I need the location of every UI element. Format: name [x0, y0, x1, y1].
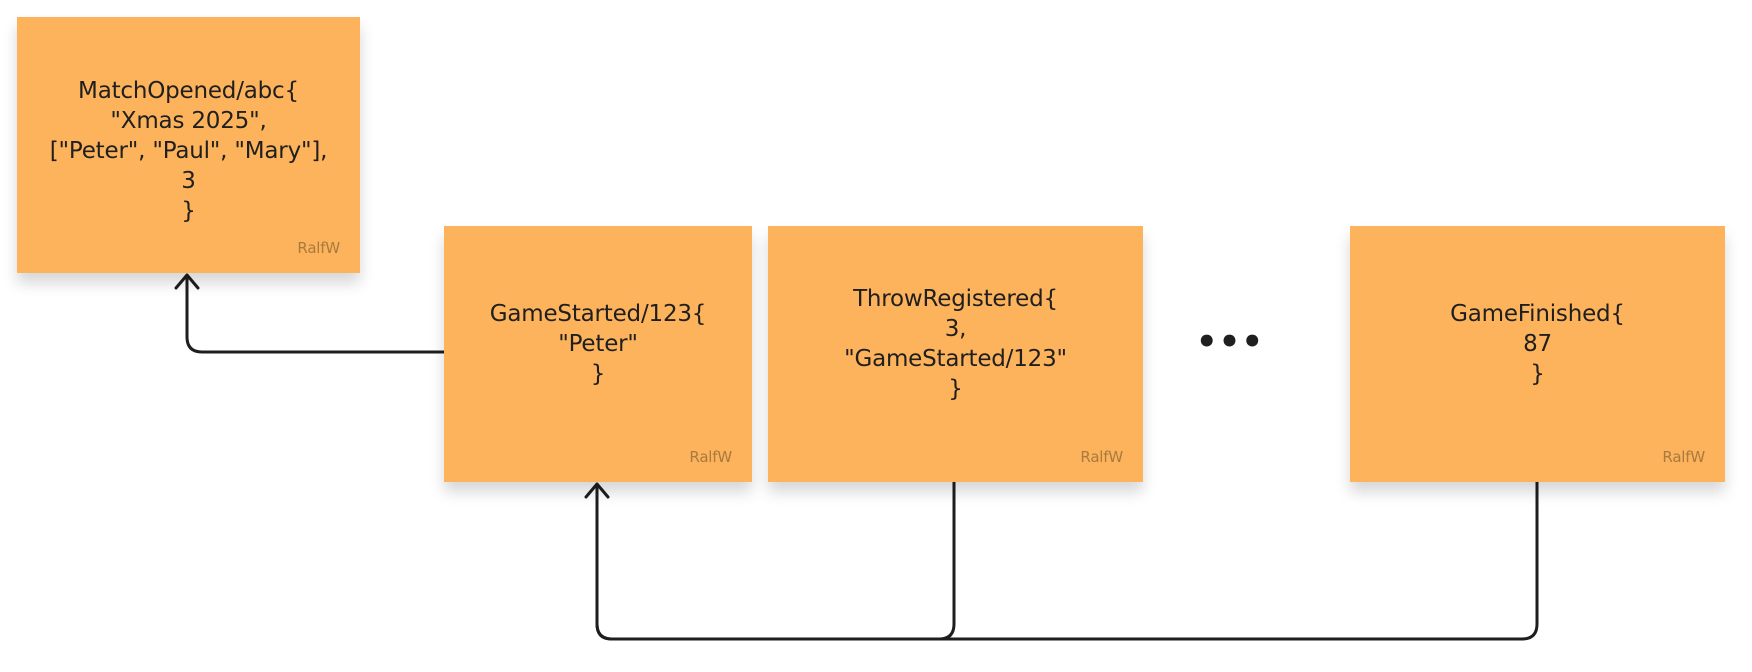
note-author: RalfW	[297, 239, 340, 257]
note-line: 3	[181, 168, 196, 194]
connector-game-started-to-match-opened[interactable]	[174, 273, 446, 354]
note-author: RalfW	[1662, 448, 1705, 466]
note-author: RalfW	[689, 448, 732, 466]
note-line: }	[948, 376, 963, 402]
note-line: "Peter"	[558, 331, 638, 357]
note-line: MatchOpened/abc{	[78, 78, 299, 104]
note-line: }	[181, 198, 196, 224]
note-author: RalfW	[1080, 448, 1123, 466]
connector-throw-registered-to-game-started[interactable]	[584, 480, 956, 641]
sticky-note-text: MatchOpened/abc{ "Xmas 2025", ["Peter", …	[17, 76, 360, 226]
note-line: ["Peter", "Paul", "Mary"],	[49, 138, 328, 164]
sticky-note-throw-registered[interactable]: ThrowRegistered{ 3, "GameStarted/123" } …	[768, 226, 1143, 482]
note-line: "Xmas 2025",	[110, 108, 267, 134]
sticky-note-game-started[interactable]: GameStarted/123{ "Peter" } RalfW	[444, 226, 752, 482]
sticky-note-match-opened[interactable]: MatchOpened/abc{ "Xmas 2025", ["Peter", …	[17, 17, 360, 273]
connector-game-finished-to-game-started[interactable]	[595, 480, 1539, 641]
note-line: GameStarted/123{	[489, 301, 707, 327]
note-line: }	[1530, 361, 1545, 387]
note-line: "GameStarted/123"	[844, 346, 1067, 372]
note-line: 87	[1523, 331, 1552, 357]
sticky-note-text: GameFinished{ 87 }	[1350, 299, 1725, 389]
sticky-note-game-finished[interactable]: GameFinished{ 87 } RalfW	[1350, 226, 1725, 482]
note-line: 3,	[944, 316, 967, 342]
ellipsis-more-events: •••	[1195, 322, 1265, 362]
note-line: ThrowRegistered{	[853, 286, 1058, 312]
note-line: GameFinished{	[1450, 301, 1625, 327]
sticky-note-text: GameStarted/123{ "Peter" }	[444, 299, 752, 389]
sticky-note-text: ThrowRegistered{ 3, "GameStarted/123" }	[768, 284, 1143, 404]
note-line: }	[590, 361, 606, 387]
